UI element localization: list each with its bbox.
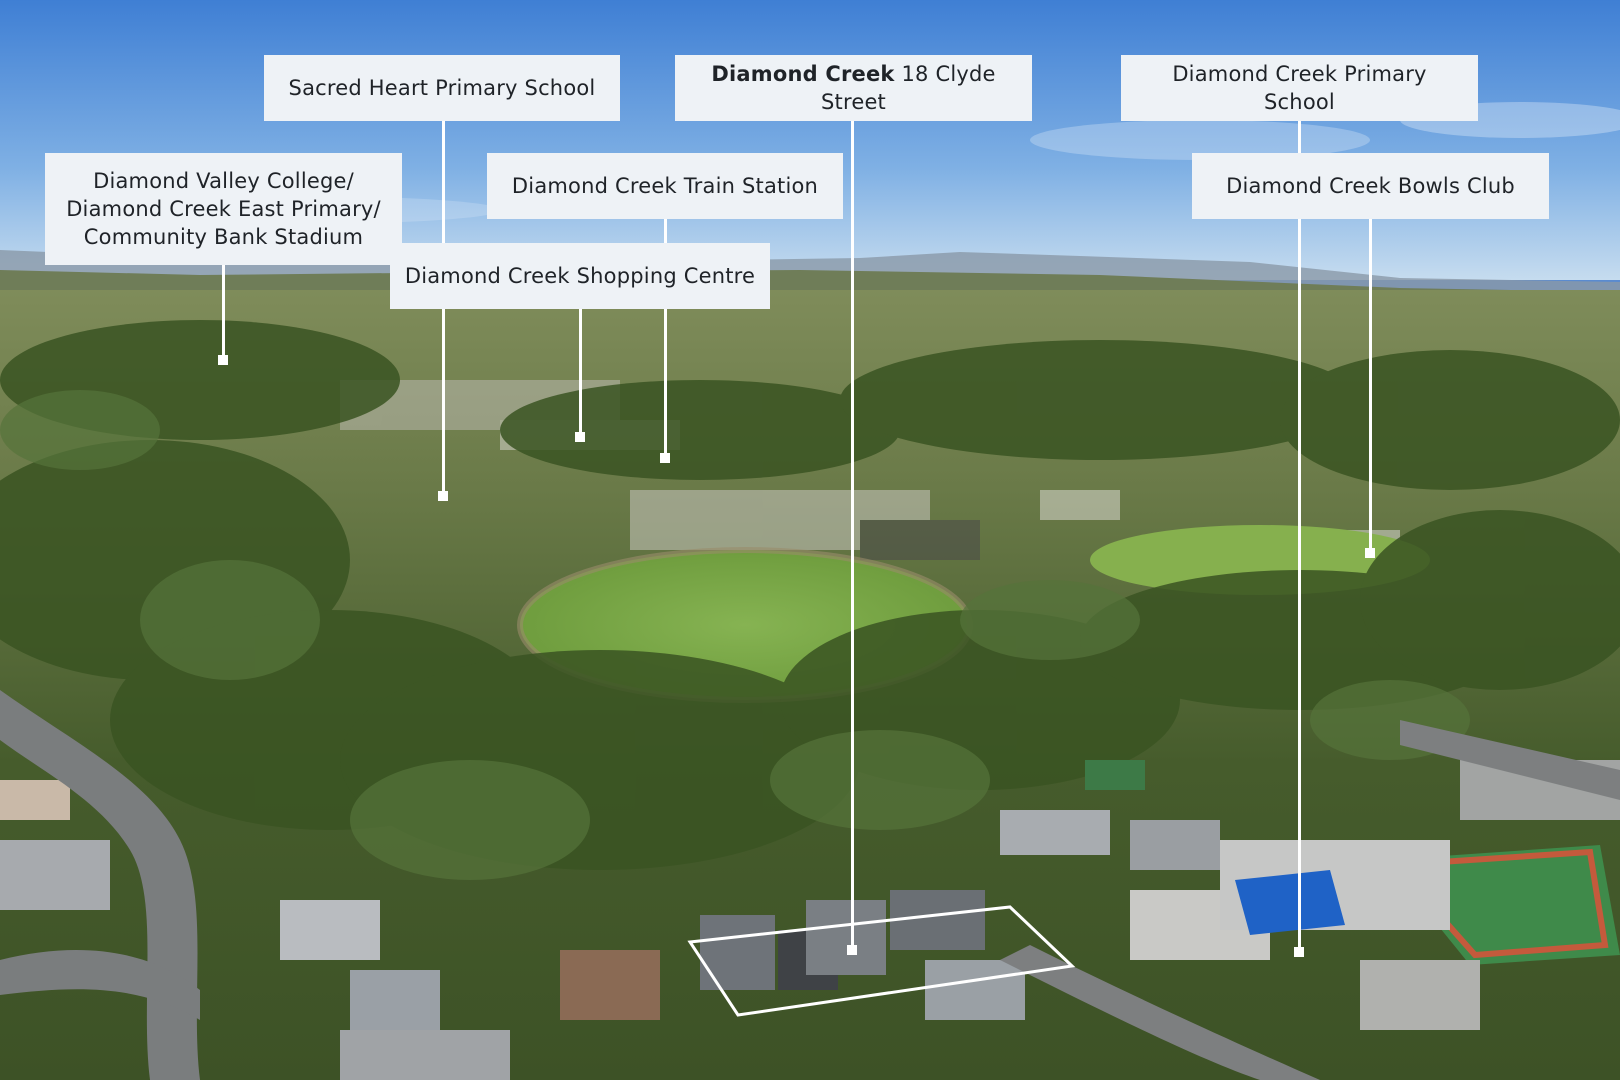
pin-subject xyxy=(847,945,857,955)
pin-shopping xyxy=(575,432,585,442)
label-train-station: Diamond Creek Train Station xyxy=(487,153,843,219)
label-dvc-lines: Diamond Valley College/ Diamond Creek Ea… xyxy=(66,167,381,251)
label-sacred-heart-primary-school: Sacred Heart Primary School xyxy=(264,55,620,121)
leader-line-train xyxy=(664,218,667,458)
label-dc-primary-text: Diamond Creek Primary School xyxy=(1172,62,1427,114)
label-dvc-line2: Diamond Creek East Primary/ xyxy=(66,197,381,221)
label-subject-line: Diamond Creek 18 Clyde Street xyxy=(689,60,1018,116)
pin-dvc xyxy=(218,355,228,365)
label-train-station-text: Diamond Creek Train Station xyxy=(511,174,819,198)
label-shopping-centre-text: Diamond Creek Shopping Centre xyxy=(404,264,756,288)
pin-train xyxy=(660,453,670,463)
leader-line-dc-primary xyxy=(1298,120,1301,955)
label-bowls-club-text: Diamond Creek Bowls Club xyxy=(1226,174,1515,198)
label-dvc-line1: Diamond Valley College/ xyxy=(93,169,354,193)
pin-bowls xyxy=(1365,548,1375,558)
label-subject-property: Diamond Creek 18 Clyde Street xyxy=(675,55,1032,121)
leader-line-shopping xyxy=(579,308,582,438)
label-shopping-centre: Diamond Creek Shopping Centre xyxy=(390,243,770,309)
label-diamond-valley-college: Diamond Valley College/ Diamond Creek Ea… xyxy=(45,153,402,265)
leader-line-subject xyxy=(851,120,854,950)
label-dc-primary-school: Diamond Creek Primary School xyxy=(1121,55,1478,121)
label-dvc-line3: Community Bank Stadium xyxy=(83,225,364,249)
label-subject-suburb: Diamond Creek xyxy=(711,62,895,86)
label-subject-address: 18 Clyde Street xyxy=(820,62,996,114)
pin-dc-primary xyxy=(1294,947,1304,957)
leader-line-dvc xyxy=(222,265,225,360)
label-sacred-heart-text: Sacred Heart Primary School xyxy=(288,76,596,100)
leader-line-bowls xyxy=(1369,218,1372,553)
label-bowls-club: Diamond Creek Bowls Club xyxy=(1192,153,1549,219)
pin-sacred-heart xyxy=(438,491,448,501)
